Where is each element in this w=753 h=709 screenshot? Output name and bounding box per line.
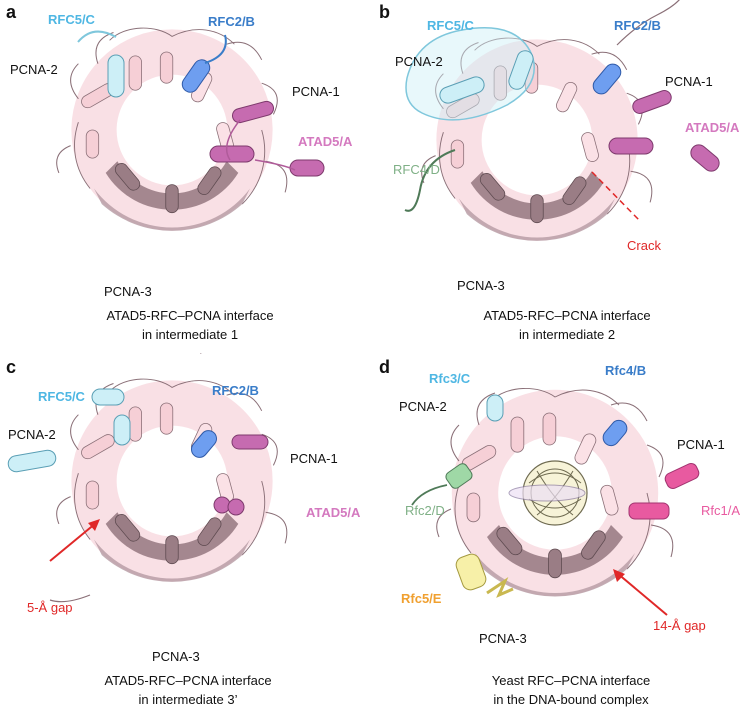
label-rfc4b: Rfc4/B [605, 363, 647, 378]
caption-line-2: in intermediate 1 [141, 327, 239, 342]
rfc2b-helix [592, 63, 622, 95]
caption-line-1: Yeast RFC–PCNA interface [491, 673, 651, 688]
caption-line-2: in intermediate 2 [518, 327, 616, 342]
label-crack: Crack [627, 238, 661, 253]
atad5a-helix [690, 144, 720, 172]
panel-b: b RFC5/C RFC2/B PCNA-2 PCNA-1 ATAD5/A RF… [377, 0, 753, 353]
atad5a-helix [289, 159, 325, 177]
ring-structure [7, 353, 376, 653]
atad5a-helix [632, 90, 672, 114]
label-rfc5c: RFC5/C [38, 389, 85, 404]
label-pcna1: PCNA-1 [665, 74, 713, 89]
atad5a-helix [209, 145, 255, 163]
label-rfc4d: RFC4/D [393, 162, 440, 177]
label-rfc3c: Rfc3/C [429, 371, 471, 386]
ring-structure [0, 0, 325, 300]
label-pcna1: PCNA-1 [290, 451, 338, 466]
caption-line-2: in the DNA-bound complex [493, 692, 649, 707]
rfc4b-helix [602, 419, 628, 447]
label-gap: 14-Å gap [653, 618, 706, 633]
label-rfc2d: Rfc2/D [405, 503, 445, 518]
atad5a-helix [231, 434, 269, 450]
label-pcna2: PCNA-2 [8, 427, 56, 442]
panel-a: a RFC5/C RFC2/B PCNA-2 PCNA-1 ATAD5/A PC… [0, 0, 376, 353]
rfc1a-helix [628, 502, 670, 520]
label-pcna1: PCNA-1 [292, 84, 340, 99]
label-rfc2b: RFC2/B [212, 383, 259, 398]
label-pcna1: PCNA-1 [677, 437, 725, 452]
dna-duplex [508, 460, 588, 526]
gap-arrow [616, 572, 668, 616]
label-atad5a: ATAD5/A [306, 505, 361, 520]
rfc2d-helix [445, 463, 473, 489]
rfc5c-helix [7, 449, 57, 473]
panel-d: d Rfc3/C Rfc4/B PCNA-2 PCNA-1 Rfc2/D Rfc… [377, 353, 753, 709]
rfc2b-helix [191, 430, 217, 458]
label-pcna3: PCNA-3 [479, 631, 527, 646]
atad5a-helix [231, 100, 275, 124]
label-pcna2: PCNA-2 [395, 54, 443, 69]
label-pcna3: PCNA-3 [104, 284, 152, 299]
rfc5c-helix [508, 50, 534, 90]
rfc5c-helix [113, 414, 131, 446]
crack-line [591, 171, 640, 221]
caption-line-2: in intermediate 3’ [138, 692, 238, 707]
label-rfc2b: RFC2/B [208, 14, 255, 29]
ring-structure [411, 353, 700, 653]
caption: ATAD5-RFC–PCNA interface in intermediate… [437, 306, 697, 344]
rfc5e-helix [455, 553, 487, 591]
label-rfc5e: Rfc5/E [401, 591, 442, 606]
rfc1a-helix [664, 463, 700, 489]
panel-label: d [379, 357, 390, 377]
rfc5c-surface [405, 27, 535, 121]
label-pcna3: PCNA-3 [457, 278, 505, 293]
rfc5c-helix [91, 388, 125, 406]
label-rfc5c: RFC5/C [48, 12, 95, 27]
rfc3c-helix [486, 394, 504, 422]
caption: Yeast RFC–PCNA interface in the DNA-boun… [441, 671, 701, 709]
rfc4d-loop [404, 149, 456, 212]
panel-label: b [379, 2, 390, 22]
caption-line-1: ATAD5-RFC–PCNA interface [106, 308, 274, 323]
label-pcna2: PCNA-2 [399, 399, 447, 414]
panel-label: c [6, 357, 17, 377]
label-atad5a: ATAD5/A [685, 120, 740, 135]
rfc5c-helix [439, 76, 485, 104]
label-rfc1a: Rfc1/A [701, 503, 741, 518]
rfc5c-helix [107, 54, 125, 98]
atad5a-helix [608, 137, 654, 155]
label-rfc2b: RFC2/B [614, 18, 661, 33]
label-rfc5c: RFC5/C [427, 18, 474, 33]
caption: ATAD5-RFC–PCNA interface in intermediate… [58, 671, 318, 709]
gap-arrow [49, 522, 97, 562]
caption-line-1: ATAD5-RFC–PCNA interface [104, 673, 272, 688]
label-atad5a: ATAD5/A [298, 134, 353, 149]
panel-label: a [6, 2, 17, 22]
label-pcna2: PCNA-2 [10, 62, 58, 77]
caption-line-1: ATAD5-RFC–PCNA interface [483, 308, 651, 323]
label-pcna3: PCNA-3 [152, 649, 200, 664]
caption: ATAD5-RFC–PCNA interface in intermediate… [60, 306, 320, 344]
ring-structure [377, 0, 720, 300]
rfc2b-helix [181, 59, 211, 93]
label-gap: 5-Å gap [27, 600, 73, 615]
panel-c: c RFC5/C RFC2/B PCNA-2 PCNA-1 ATAD5/A 5-… [0, 353, 376, 709]
